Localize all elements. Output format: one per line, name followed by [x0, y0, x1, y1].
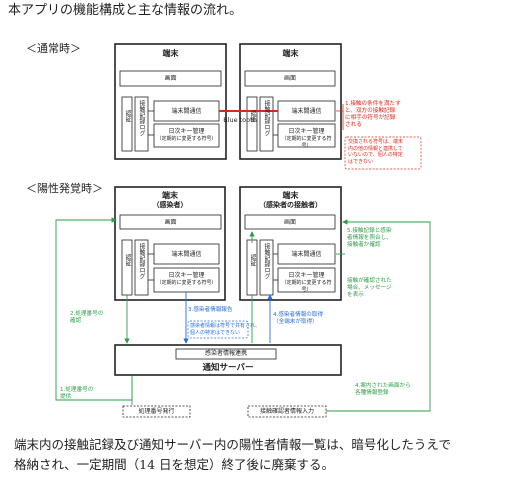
red-note-box — [344, 136, 422, 170]
bottom-line-2: 格納され、一定期間（14 日を想定）終了後に廃棄する。 — [14, 457, 335, 472]
contact-log-label: 接触記録ログ — [263, 100, 270, 136]
blue-note-4: 4.感染者情報の取得（全端末が取得） — [273, 312, 324, 325]
blue-note-box-text: 感染者情報は符号で共有され、個人の特定はできない — [190, 323, 261, 336]
green-note-4: 4.案内された画面から各種情報登録 — [355, 383, 411, 396]
screen-label: 画面 — [283, 219, 296, 226]
comm-label: 端末間通信 — [291, 108, 322, 115]
bottom-line-1: 端末内の接触記録及び通知サーバー内の陽性者情報一覧は、暗号化したうえで — [14, 437, 452, 452]
bluetooth-label: Blue tooth — [223, 116, 257, 124]
terminal-title-infected: 端末 — [162, 191, 178, 200]
screen-label: 画面 — [164, 75, 177, 82]
page-title: 本アプリの機能構成と主な情報の流れ。 — [8, 3, 243, 18]
comm-label: 端末間通信 — [171, 251, 202, 258]
section-label-normal: ＜通常時＞ — [26, 42, 81, 55]
red-note-box-text: 交換される符号は、端末内の他の情報と連携していないので、個人の特定はできない — [348, 139, 404, 165]
key-mgmt-label: 日次キー管理 — [288, 128, 325, 135]
key-mgmt-label: 日次キー管理 — [288, 272, 325, 279]
server-title: 通知サーバー — [202, 363, 254, 373]
terminal-title: 端末 — [162, 49, 179, 58]
green-note-2: 2.処理番号の確認 — [70, 311, 104, 324]
green-note-6: 接触が確認された場合、メッセージを表示 — [347, 278, 392, 298]
contact-log-label: 接触記録ログ — [138, 243, 145, 279]
green-note-1: 1.処理番号の提供 — [60, 387, 94, 400]
dashed-right-label: 接触確認者情報入力 — [259, 408, 314, 415]
comm-label: 端末間通信 — [171, 108, 202, 115]
screen-label: 画面 — [164, 219, 177, 226]
auth-label: 認証 — [124, 110, 131, 122]
terminal-sub-contact: （感染者の接触者） — [259, 201, 322, 209]
green-note-5: 5.接触記録と感染者情報を照合し、接触者か確認 — [347, 228, 392, 248]
terminal-normal-right — [239, 43, 342, 160]
key-mgmt-sub: （定期的に変更する符号） — [156, 280, 217, 286]
section-label-positive: ＜陽性発覚時＞ — [26, 182, 103, 195]
terminal-title-contact: 端末 — [282, 191, 299, 200]
terminal-normal-left — [114, 43, 227, 160]
comm-label: 端末間通信 — [291, 251, 322, 258]
screen-label: 画面 — [283, 75, 296, 82]
blue-note-box — [187, 320, 249, 339]
terminal-sub-infected: （感染者） — [152, 201, 188, 209]
terminal-positive-right — [239, 186, 342, 301]
dashed-box-left — [122, 405, 191, 418]
key-mgmt-label: 日次キー管理 — [168, 128, 205, 135]
red-note-1: 1.接触の条件を満たすと、双方の接触記録に相手の符号が記録される — [345, 101, 401, 128]
auth-label: 認証 — [249, 110, 256, 122]
key-mgmt-label: 日次キー管理 — [168, 272, 205, 279]
dashed-box-right — [247, 405, 327, 418]
dashed-left-label: 処理番号発行 — [138, 408, 175, 415]
contact-log-label: 接触記録ログ — [138, 100, 145, 136]
server-sub: 感染者情報連携 — [204, 350, 247, 357]
auth-label: 認証 — [249, 254, 256, 266]
terminal-positive-left — [114, 186, 226, 301]
contact-log-label: 接触記録ログ — [263, 243, 270, 279]
key-mgmt-sub: （定期的に変更する符号） — [281, 136, 332, 149]
blue-note-3: 3.感染者情報報告 — [188, 307, 233, 313]
key-mgmt-sub: （定期的に変更する符号） — [156, 136, 217, 142]
terminal-title: 端末 — [282, 49, 299, 58]
auth-label: 認証 — [124, 254, 131, 266]
key-mgmt-sub: （定期的に変更する符号） — [281, 280, 332, 293]
